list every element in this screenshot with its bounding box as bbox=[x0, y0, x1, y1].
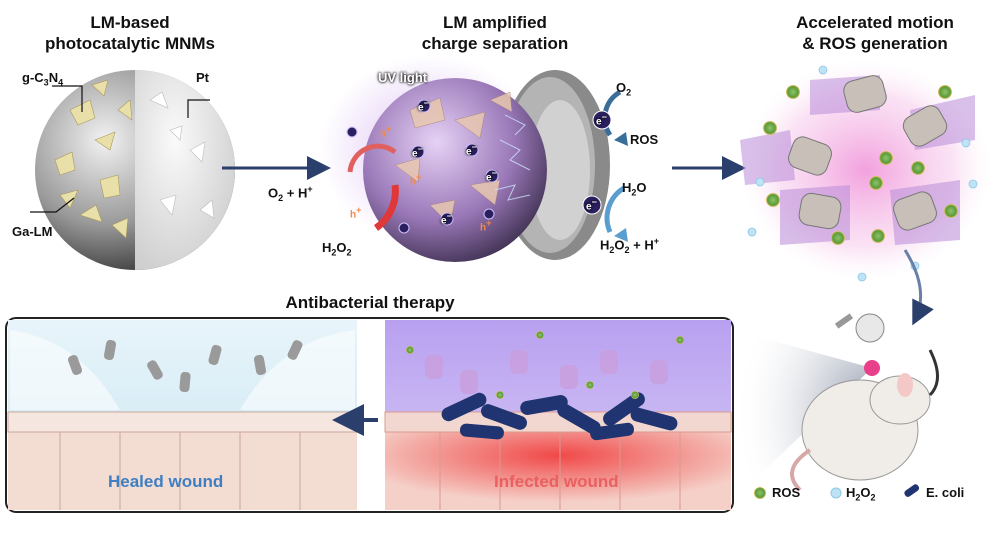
light-beam bbox=[733, 330, 872, 500]
infected-motors bbox=[425, 350, 668, 394]
bottom-title: Antibacterial therapy bbox=[285, 293, 455, 312]
electron-label-5: e− bbox=[441, 211, 452, 227]
electron-top bbox=[592, 110, 612, 130]
healed-cells bbox=[59, 432, 301, 510]
panel1-title: LM-based photocatalytic MNMs bbox=[20, 12, 240, 54]
ros-dots bbox=[763, 85, 958, 245]
reduction-arrow-red bbox=[373, 184, 399, 231]
reduction-arrow-left bbox=[347, 143, 397, 173]
syringe-icon bbox=[834, 313, 854, 329]
pt-flakes bbox=[149, 91, 215, 219]
mechanism-particle bbox=[320, 55, 610, 262]
h2o2-label: H2O2 bbox=[322, 240, 352, 258]
cycle-arrows bbox=[347, 89, 628, 242]
h2o2-h-label: H2O2 + H+ bbox=[600, 236, 660, 255]
electron-label-2: e− bbox=[412, 144, 423, 160]
electron-label-7: e− bbox=[586, 197, 597, 213]
infected-ros bbox=[406, 331, 684, 399]
electron-label-1: e− bbox=[418, 98, 429, 114]
o2-h-label: O2 + H+ bbox=[268, 184, 313, 203]
infected-cells bbox=[439, 432, 681, 510]
uv-lamp-cable bbox=[928, 349, 939, 397]
legend-ecoli-icon bbox=[904, 484, 920, 497]
panel2-title-line2: charge separation bbox=[421, 34, 569, 53]
legend-h2o2-label: H2O2 bbox=[846, 485, 876, 503]
panel1-title-line1: LM-based bbox=[90, 13, 170, 32]
wound-spot bbox=[864, 360, 880, 376]
electron-label-6: e− bbox=[596, 112, 607, 128]
legend-ros-label: ROS bbox=[772, 485, 801, 500]
motor-bodies bbox=[740, 75, 975, 245]
charge-streaks bbox=[494, 114, 531, 201]
label-lines bbox=[30, 85, 210, 213]
panel2-title-line1: LM amplified bbox=[443, 13, 547, 32]
ga-lm-label: Ga-LM bbox=[12, 224, 53, 239]
infected-wound-label: Infected wound bbox=[494, 472, 619, 491]
mechanism-flakes bbox=[394, 91, 513, 226]
electron-label-3: e− bbox=[466, 142, 477, 158]
therapy-panel bbox=[5, 317, 734, 513]
h2o-label: H2O bbox=[622, 180, 647, 198]
panel1-title-line2: photocatalytic MNMs bbox=[44, 34, 216, 53]
legend-ros-icon bbox=[754, 487, 766, 499]
g-c3n4-label: g-C3N4 bbox=[22, 70, 64, 88]
legend-h2o2-icon bbox=[830, 487, 842, 499]
uv-light-label: UV light bbox=[378, 70, 428, 85]
mouse-illustration bbox=[733, 313, 939, 500]
panel3-title-line2: & ROS generation bbox=[802, 34, 948, 53]
ecoli-rods bbox=[441, 392, 678, 441]
g-c3n4-flakes bbox=[54, 79, 133, 239]
electron-bottom bbox=[582, 195, 602, 215]
ros-label: ROS bbox=[630, 132, 659, 147]
hole-label-3: h+ bbox=[480, 218, 492, 234]
o2-label: O2 bbox=[616, 80, 632, 98]
electrons bbox=[346, 99, 499, 234]
oxidation-arrow-bottom bbox=[604, 185, 626, 234]
hole-label-4: h+ bbox=[410, 172, 422, 188]
panel2-title: LM amplified charge separation bbox=[370, 12, 620, 54]
pt-label: Pt bbox=[196, 70, 209, 85]
panel3-title: Accelerated motion & ROS generation bbox=[760, 12, 990, 54]
electron-label-4: e− bbox=[486, 168, 497, 184]
panel3-title-line1: Accelerated motion bbox=[796, 13, 954, 32]
arrow-3 bbox=[903, 249, 934, 326]
healed-wound-label: Healed wound bbox=[108, 472, 224, 491]
legend-ecoli-label: E. coli bbox=[926, 485, 965, 500]
dead-debris bbox=[68, 339, 303, 393]
janus-particle bbox=[30, 70, 235, 270]
dish-icon bbox=[855, 313, 885, 343]
hole-label-1: h+ bbox=[380, 124, 392, 140]
swarm-panel bbox=[740, 60, 991, 326]
hole-label-2: h+ bbox=[350, 205, 362, 221]
